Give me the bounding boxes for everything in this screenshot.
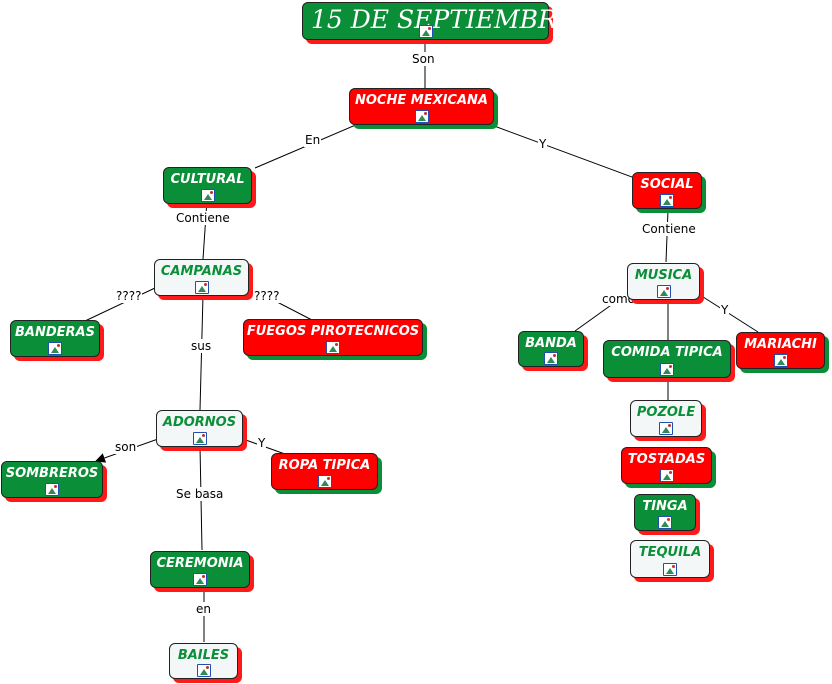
node-social[interactable]: SOCIAL [632, 172, 702, 209]
link-cultural-campanas [202, 199, 208, 260]
image-icon [192, 432, 207, 445]
node-musica[interactable]: MUSICA [627, 263, 700, 300]
node-ceremonia[interactable]: CEREMONIA [150, 551, 250, 588]
image-icon [544, 352, 558, 365]
node-fuegos-label: FUEGOS PIROTECNICOS [246, 324, 420, 339]
link-label-contiene-cultural: Contiene [175, 211, 231, 225]
node-tinga-label: TINGA [642, 499, 688, 514]
node-ceremonia-label: CEREMONIA [156, 556, 244, 571]
node-tostadas[interactable]: TOSTADAS [621, 447, 712, 484]
image-icon [659, 469, 674, 482]
image-icon [660, 194, 674, 207]
node-pozole[interactable]: POZOLE [630, 400, 702, 437]
link-label-q-banderas: ???? [115, 289, 143, 303]
node-cultural[interactable]: CULTURAL [163, 167, 252, 204]
node-tequila[interactable]: TEQUILA [630, 540, 710, 578]
node-cultural-label: CULTURAL [170, 172, 245, 187]
image-icon [48, 342, 62, 355]
node-campanas-label: CAMPANAS [160, 264, 243, 279]
node-social-label: SOCIAL [640, 177, 694, 192]
node-comida-tipica-label: COMIDA TIPICA [611, 345, 723, 360]
node-ropa-tipica-label: ROPA TIPICA [278, 458, 371, 473]
node-sombreros[interactable]: SOMBREROS [1, 461, 103, 498]
node-banderas-label: BANDERAS [15, 325, 95, 340]
image-icon [773, 354, 788, 367]
link-campanas-banderas [84, 287, 156, 322]
node-tequila-label: TEQUILA [638, 545, 702, 560]
link-label-y-social: Y [538, 137, 548, 151]
link-label-son-sombreros: son [114, 440, 138, 454]
node-banda-label: BANDA [525, 336, 577, 351]
image-icon [193, 573, 207, 586]
node-bailes[interactable]: BAILES [169, 643, 238, 679]
link-noche-social [477, 119, 641, 181]
link-label-y-ropa: Y [257, 436, 267, 450]
image-icon [414, 110, 429, 123]
node-ropa-tipica[interactable]: ROPA TIPICA [271, 453, 378, 490]
image-icon [326, 341, 340, 354]
link-label-sus: sus [190, 339, 213, 353]
image-icon [194, 281, 209, 294]
image-icon [418, 25, 433, 38]
node-comida-tipica[interactable]: COMIDA TIPICA [603, 340, 731, 378]
node-tostadas-label: TOSTADAS [627, 452, 706, 467]
image-icon [317, 475, 332, 488]
node-pozole-label: POZOLE [636, 405, 696, 420]
node-noche-mexicana[interactable]: NOCHE MEXICANA [349, 88, 494, 125]
node-musica-label: MUSICA [634, 268, 693, 283]
node-mariachi-label: MARIACHI [744, 337, 817, 352]
node-title-label: 15 DE SEPTIEMBRE [311, 5, 576, 34]
node-bailes-label: BAILES [177, 648, 230, 663]
link-label-contiene-social: Contiene [641, 222, 697, 236]
image-icon [45, 483, 59, 496]
node-adornos[interactable]: ADORNOS [156, 410, 243, 447]
image-icon [659, 422, 673, 435]
node-adornos-label: ADORNOS [162, 415, 237, 430]
node-banda[interactable]: BANDA [518, 331, 584, 367]
link-social-musica [665, 209, 669, 263]
node-mariachi[interactable]: MARIACHI [736, 332, 825, 369]
image-icon [663, 563, 677, 576]
node-banderas[interactable]: BANDERAS [10, 320, 100, 357]
image-icon [658, 516, 672, 529]
node-title[interactable]: 15 DE SEPTIEMBRE [302, 2, 576, 40]
link-label-y-mariachi: Y [720, 303, 730, 317]
image-icon [200, 189, 215, 202]
link-label-q-fuegos: ???? [253, 289, 281, 303]
link-label-en: En [304, 133, 322, 147]
link-label-se-basa: Se basa [175, 487, 225, 501]
link-label-son: Son [411, 52, 436, 66]
node-noche-mexicana-label: NOCHE MEXICANA [355, 93, 488, 108]
image-icon [656, 285, 671, 298]
node-sombreros-label: SOMBREROS [5, 466, 99, 481]
link-label-en-bailes: en [195, 602, 212, 616]
node-fuegos[interactable]: FUEGOS PIROTECNICOS [243, 319, 423, 356]
image-icon [196, 664, 211, 677]
node-campanas[interactable]: CAMPANAS [154, 259, 249, 296]
node-tinga[interactable]: TINGA [634, 494, 696, 531]
image-icon [660, 363, 674, 376]
